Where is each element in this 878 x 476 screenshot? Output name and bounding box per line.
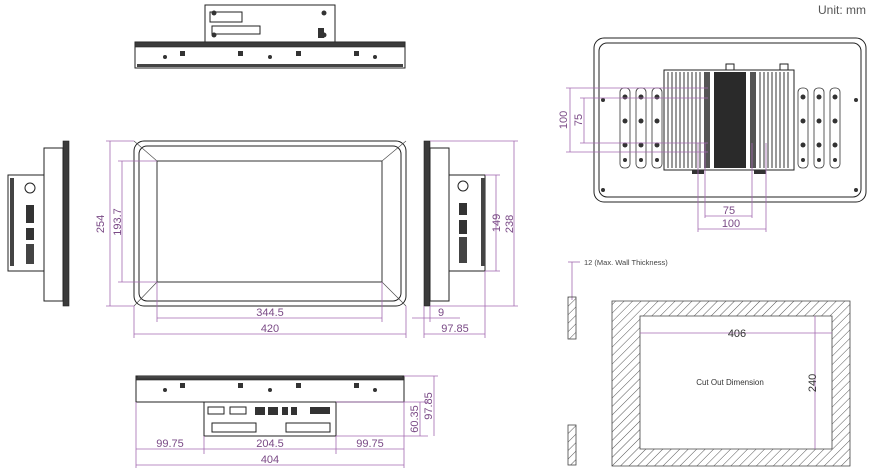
cutout-height-label: 240: [807, 374, 819, 392]
cutout-drawing: 406 240 Cut Out Dimension: [611, 300, 851, 467]
side-height-238-label: 238: [504, 215, 516, 233]
front-inner-width-label: 344.5: [256, 307, 284, 319]
right-side-view: [423, 140, 486, 307]
side-height-149-label: 149: [491, 214, 503, 232]
bottom-width-label: 404: [261, 454, 279, 466]
rear-h75-label: 75: [723, 205, 735, 217]
bottom-view: [135, 375, 405, 437]
front-height-label: 254: [95, 215, 107, 233]
front-inner-height-label: 193.7: [112, 208, 124, 236]
rear-v100-label: 100: [558, 111, 570, 129]
rear-v75-label: 75: [573, 114, 585, 126]
top-view: [134, 4, 406, 69]
bottom-center-label: 204.5: [256, 438, 284, 450]
cutout-label: Cut Out Dimension: [696, 378, 764, 387]
side-total-depth-label: 97.85: [441, 323, 469, 335]
rear-dimensions: 100 75 75 100: [558, 87, 767, 232]
front-width-label: 420: [261, 323, 279, 335]
wall-section: 12 (Max. Wall Thickness): [567, 258, 668, 466]
bottom-left-margin-label: 99.75: [156, 438, 184, 450]
front-view: [133, 140, 407, 307]
side-dimensions: 149 238 9 97.85: [412, 140, 518, 338]
side-depth-label: 9: [438, 307, 444, 319]
left-side-view: [7, 140, 70, 307]
front-dimensions: 254 193.7 344.5 420: [95, 140, 407, 338]
bottom-right-margin-label: 99.75: [356, 438, 384, 450]
bottom-depth-97-label: 97.85: [423, 392, 435, 420]
wall-thickness-note: 12 (Max. Wall Thickness): [584, 258, 668, 267]
bottom-dimensions: 99.75 204.5 99.75 404 60.35 97.85: [135, 375, 438, 468]
rear-h100-label: 100: [722, 218, 740, 230]
cutout-width-label: 406: [728, 328, 746, 340]
bottom-depth-60-label: 60.35: [409, 405, 421, 433]
unit-label: Unit: mm: [818, 3, 866, 17]
rear-view: [593, 37, 867, 203]
